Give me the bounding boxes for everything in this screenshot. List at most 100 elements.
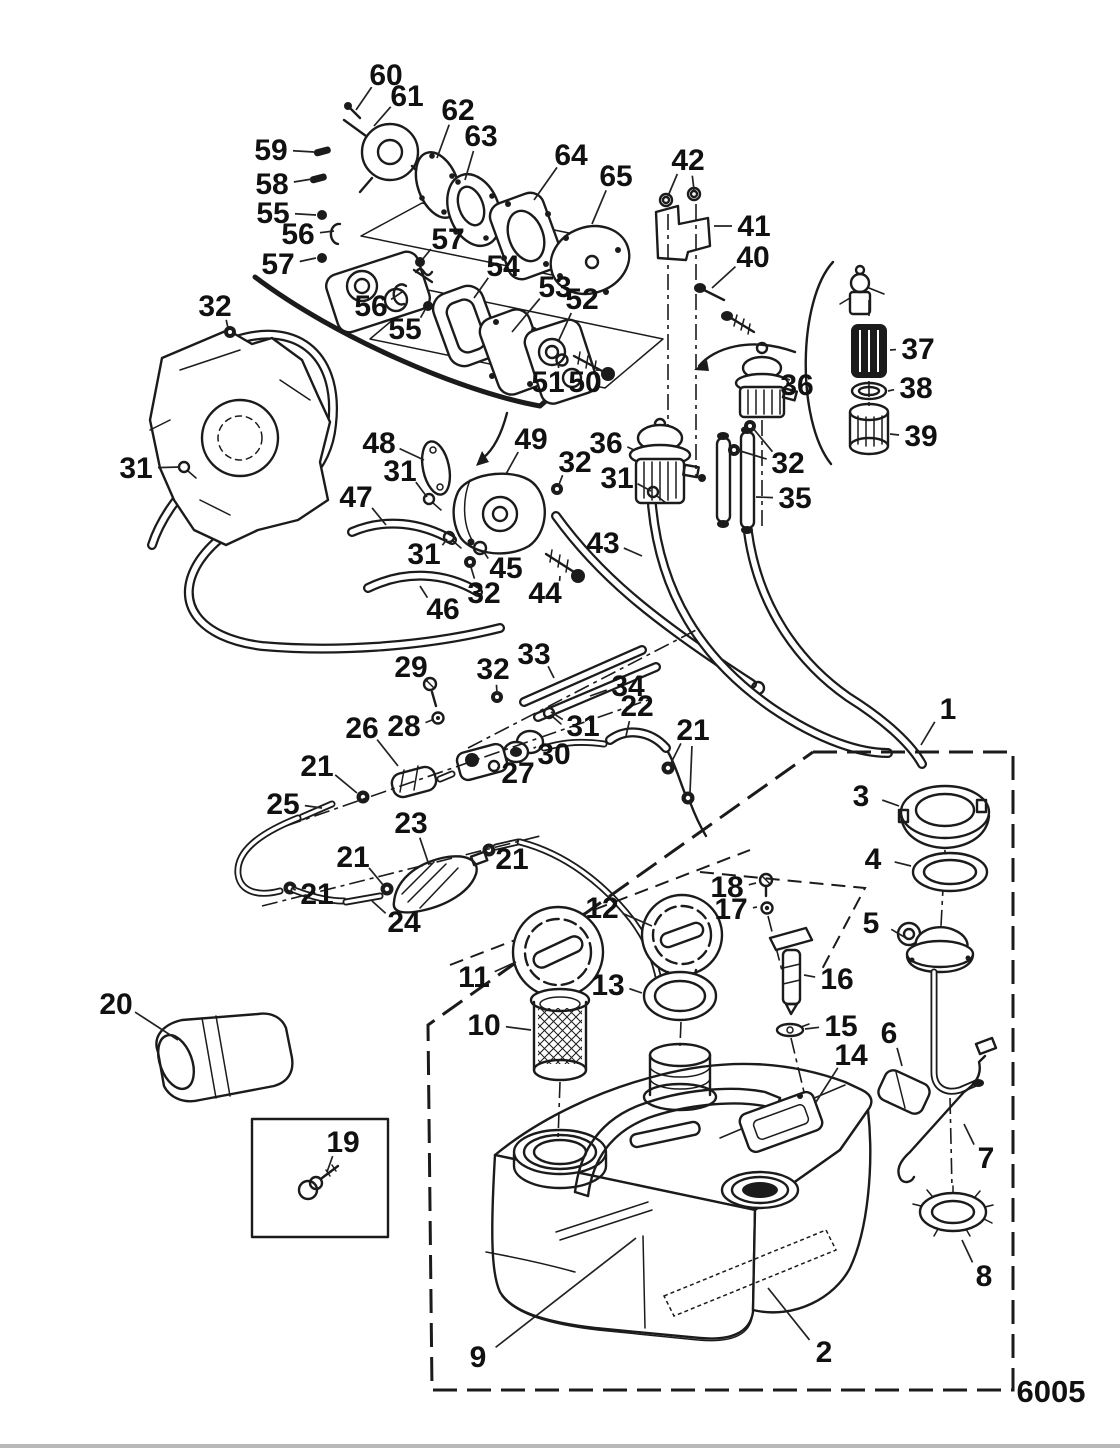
- callout-62-7: 62: [441, 94, 474, 127]
- callout-38-23: 38: [899, 372, 932, 405]
- callout-leader-31-31: [157, 466, 181, 469]
- decal-2: [662, 1229, 838, 1317]
- gasket-54: [431, 284, 501, 368]
- callout-leader-42-19: [667, 173, 679, 197]
- fuel-filter-36-lower: [628, 417, 706, 505]
- callout-leader-23-56: [418, 837, 429, 863]
- callout-21-54: 21: [300, 750, 333, 783]
- callout-leader-49-39: [505, 451, 519, 475]
- callout-21-57: 21: [495, 843, 528, 876]
- callout-leader-2-79: [767, 1287, 811, 1341]
- callout-leader-47-34: [371, 507, 387, 526]
- callout-leader-65-10: [591, 189, 607, 225]
- pickup-tube-7: [897, 1036, 998, 1184]
- tank-neck-left: [512, 1128, 608, 1190]
- supply-line-upper-run: [234, 676, 649, 897]
- callout-29-45: 29: [394, 651, 427, 684]
- callout-31-35: 31: [407, 538, 440, 571]
- callout-leader-8-78: [961, 1239, 974, 1263]
- callout-21-59: 21: [300, 878, 333, 911]
- callout-63-8: 63: [464, 120, 497, 153]
- callout-leader-12-63: [622, 912, 653, 927]
- callout-46-38: 46: [426, 593, 459, 626]
- callout-55-16: 55: [388, 313, 421, 346]
- callout-39-24: 39: [904, 420, 937, 453]
- callout-leader-32-27: [751, 426, 774, 453]
- callout-leader-27-51: [496, 766, 501, 769]
- callout-5-72: 5: [863, 907, 880, 940]
- callout-57-11: 57: [431, 223, 464, 256]
- callout-51-17: 51: [531, 366, 564, 399]
- callout-55-4: 55: [256, 197, 289, 230]
- callout-leader-54-12: [473, 277, 489, 299]
- callout-leader-30-50: [533, 746, 537, 749]
- callout-33-43: 33: [517, 638, 550, 671]
- fuel-pump-49: [422, 472, 585, 583]
- callout-leader-43-41: [623, 547, 643, 557]
- callout-leader-17-68: [752, 906, 758, 909]
- callout-31-33: 31: [383, 455, 416, 488]
- callout-leader-38-23: [887, 388, 895, 392]
- callout-32-30: 32: [198, 290, 231, 323]
- callout-leader-60-0: [355, 86, 373, 111]
- callout-52-14: 52: [565, 283, 598, 316]
- callout-18-67: 18: [710, 871, 743, 904]
- fuel-cap-11: [511, 905, 605, 999]
- callout-leader-36-26: [626, 446, 635, 451]
- fuel-pickup-5: [896, 921, 984, 1189]
- callout-32-37: 32: [467, 577, 500, 610]
- callout-34-44: 34: [611, 670, 645, 703]
- callout-leader-1-74: [920, 721, 936, 746]
- callout-64-9: 64: [554, 139, 588, 172]
- callout-leader-55-4: [294, 212, 317, 216]
- callout-31-28: 31: [600, 462, 633, 495]
- callout-48-32: 48: [362, 427, 395, 460]
- callout-40-21: 40: [736, 241, 769, 274]
- bracket-41-42-screw-40: [654, 186, 756, 476]
- fasteners-55-56-57-left: [317, 210, 342, 263]
- callout-leader-57-11: [421, 248, 432, 261]
- callout-leader-16-69: [803, 974, 816, 978]
- cover-20: [155, 1012, 294, 1103]
- scan-artifact-strip: [0, 1444, 1120, 1448]
- callout-43-41: 43: [586, 527, 619, 560]
- callout-leader-32-46: [495, 684, 498, 695]
- callout-57-6: 57: [261, 248, 294, 281]
- callout-leader-45-36: [483, 551, 489, 560]
- callout-leader-32-30: [225, 319, 229, 329]
- callout-leader-21-54: [334, 774, 358, 794]
- fuel-filter-screen-10: [529, 987, 591, 1141]
- callout-10-66: 10: [467, 1009, 500, 1042]
- fitting-6: [877, 1069, 931, 1115]
- washer-51-bolt-50: [555, 351, 615, 381]
- filter-kit-37-38-39: [804, 260, 890, 466]
- callout-41-20: 41: [737, 210, 770, 243]
- callout-leader-26-52: [376, 739, 399, 767]
- tank-kit-boundary: [426, 750, 1015, 1392]
- callout-56-5: 56: [281, 218, 314, 251]
- hose-22: [605, 727, 708, 838]
- callout-leader-31-33: [415, 481, 428, 498]
- hoses-33-34: [467, 627, 701, 749]
- callout-leader-56-5: [319, 230, 335, 234]
- callout-leader-33-43: [547, 665, 555, 679]
- callout-14-71: 14: [834, 1039, 868, 1072]
- callout-leader-42-19: [691, 175, 695, 191]
- callout-leader-31-35: [441, 538, 448, 546]
- callout-leader-34-44: [589, 689, 608, 697]
- callout-45-36: 45: [489, 552, 522, 585]
- callout-56-15: 56: [354, 290, 387, 323]
- hoses-right-sweep: [647, 500, 927, 769]
- callout-19-62: 19: [326, 1126, 359, 1159]
- callout-13-65: 13: [591, 969, 624, 1002]
- callout-leader-9-80: [495, 1237, 637, 1349]
- callout-49-39: 49: [514, 423, 547, 456]
- callout-28-53: 28: [387, 710, 420, 743]
- callout-leader-18-67: [748, 882, 757, 886]
- callout-leader-31-28: [637, 482, 652, 492]
- callout-23-56: 23: [394, 807, 427, 840]
- ring-nut-3: [897, 784, 991, 927]
- diagram-code-label: 6005: [1017, 1374, 1086, 1409]
- arrow-to-filter-36: [694, 343, 797, 371]
